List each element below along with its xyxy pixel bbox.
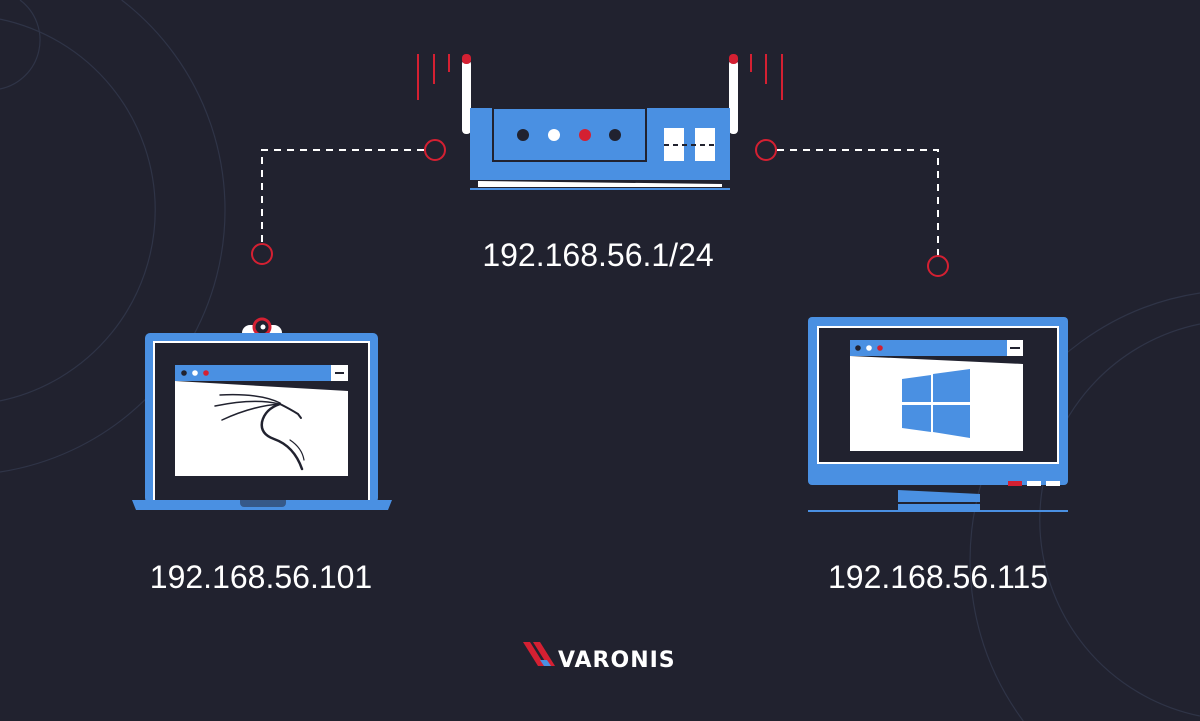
connection-right (777, 149, 939, 256)
port-node (755, 139, 777, 161)
brand-name: VARONIS (558, 648, 676, 673)
port-node (927, 255, 949, 277)
laptop-icon (132, 317, 392, 510)
attacker-ip-label: 192.168.56.101 (150, 559, 372, 595)
router-icon (417, 54, 783, 190)
victim-ip-label: 192.168.56.115 (828, 559, 1048, 595)
windows-logo-icon (902, 369, 970, 438)
kali-dragon-icon (214, 393, 305, 471)
router-ip-label: 192.168.56.1/24 (482, 237, 713, 273)
monitor-icon (808, 317, 1068, 512)
connection-left (261, 149, 424, 244)
varonis-logo: VARONIS (523, 642, 676, 673)
port-node (424, 139, 446, 161)
port-node (251, 243, 273, 265)
